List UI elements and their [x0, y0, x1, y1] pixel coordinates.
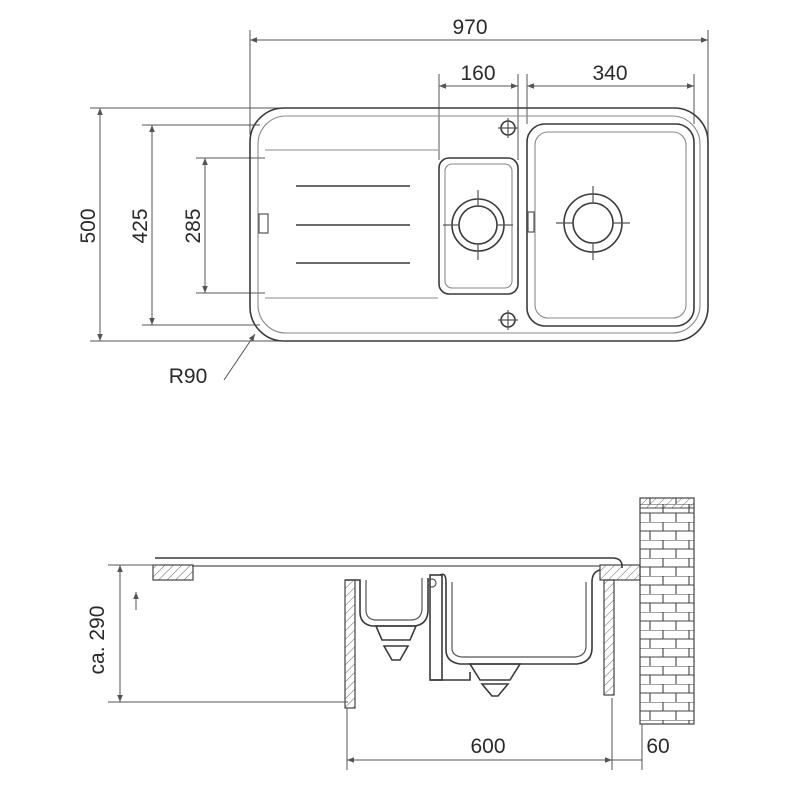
label-425: 425	[129, 208, 152, 243]
sink-profile	[155, 557, 623, 665]
dimension-small-bowl-width: 160	[438, 62, 519, 160]
label-r90: R90	[169, 365, 208, 388]
cabinet-sides	[344, 579, 615, 709]
worktop	[152, 564, 641, 581]
label-500: 500	[77, 208, 100, 243]
sink-inner-rim	[257, 115, 701, 334]
dimension-drainer-depth: 285	[182, 157, 265, 294]
small-bowl	[438, 157, 519, 295]
tap-hole-top	[498, 118, 518, 138]
label-285: 285	[182, 208, 205, 243]
label-60: 60	[646, 735, 669, 758]
overflow-slot-large	[527, 211, 535, 233]
label-ca-290: ca. 290	[86, 606, 109, 675]
dimension-overall-width: 970	[249, 16, 709, 140]
dimension-height: ca. 290	[86, 564, 348, 703]
overflow-slot	[258, 213, 269, 234]
dimension-cabinet-width: 600 60	[346, 698, 670, 770]
label-600: 600	[470, 735, 505, 758]
tap-hole-bottom	[498, 310, 518, 330]
label-160: 160	[460, 62, 495, 85]
dimension-inner-depth: 425	[129, 124, 260, 326]
top-view: 970 160 340 500 425	[77, 16, 709, 388]
side-view: ca. 290 600 60	[86, 497, 695, 770]
drainer-board	[258, 149, 438, 299]
corner-radius-callout: R90	[169, 333, 256, 388]
dimension-overall-depth: 500	[77, 107, 300, 342]
label-340: 340	[592, 62, 627, 85]
label-970: 970	[452, 16, 487, 39]
large-bowl	[526, 123, 695, 327]
sink-outline	[249, 107, 709, 342]
wall	[639, 497, 695, 725]
siphon-assembly	[374, 574, 522, 697]
dimension-large-bowl-width: 340	[526, 62, 695, 124]
